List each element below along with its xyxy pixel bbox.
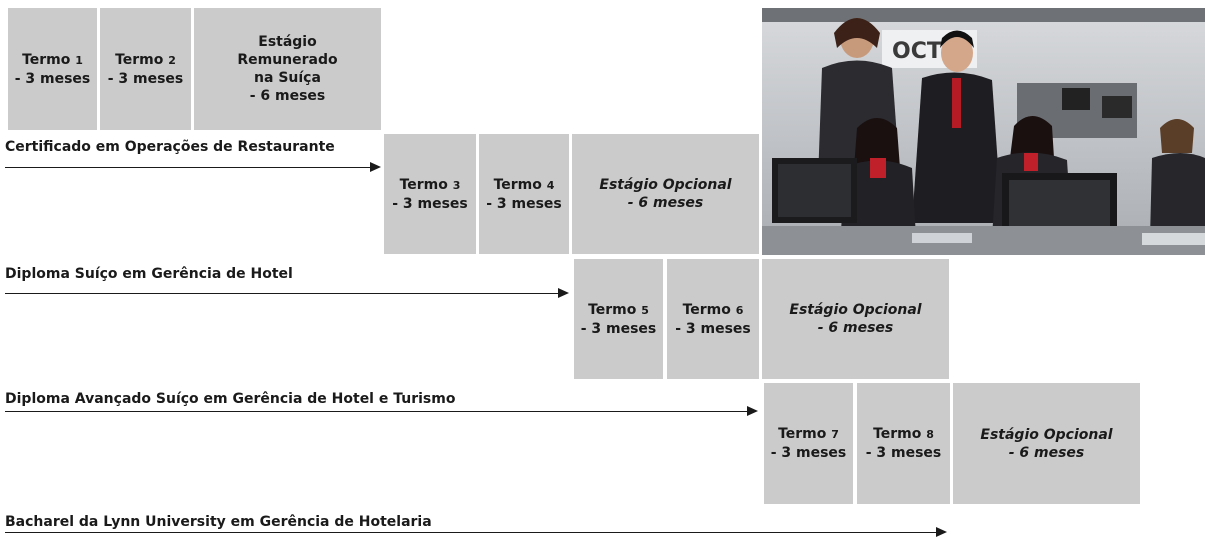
stage-3-term-6-box: Termo 6- 3 meses	[667, 259, 759, 379]
stage-3-optional-internship-box: Estágio Opcional - 6 meses	[762, 259, 949, 379]
internship-label: Estágio Remunerado na Suíça - 6 meses	[237, 34, 338, 104]
term-label: Termo 6- 3 meses	[675, 301, 751, 337]
internship-label: Estágio Opcional - 6 meses	[980, 426, 1113, 461]
stage-1-term-1-box: Termo 1- 3 meses	[8, 8, 97, 130]
term-label: Termo 8- 3 meses	[865, 426, 942, 461]
stage-2-optional-internship-box: Estágio Opcional - 6 meses	[572, 134, 759, 254]
stage-1-term-2-box: Termo 2- 3 meses	[100, 8, 191, 130]
internship-label: Estágio Opcional - 6 meses	[599, 177, 732, 211]
term-label: Termo 1- 3 meses	[14, 51, 91, 87]
term-label: Termo 7- 3 meses	[770, 426, 847, 461]
stage-4-arrow	[5, 527, 947, 537]
stage-4-term-8-box: Termo 8- 3 meses	[857, 383, 950, 504]
term-label: Termo 3- 3 meses	[392, 176, 468, 212]
stage-1-paid-internship-box: Estágio Remunerado na Suíça - 6 meses	[194, 8, 381, 130]
stage-3-label: Diploma Avançado Suíço em Gerência de Ho…	[5, 391, 456, 407]
stage-4-term-7-box: Termo 7- 3 meses	[764, 383, 853, 504]
classroom-photo-illustration: OCT	[762, 8, 1205, 255]
stage-4-label: Bacharel da Lynn University em Gerência …	[5, 514, 432, 530]
internship-label: Estágio Opcional - 6 meses	[789, 302, 922, 336]
term-label: Termo 5- 3 meses	[580, 301, 657, 337]
term-label: Termo 2- 3 meses	[107, 51, 184, 87]
stage-1-label: Certificado em Operações de Restaurante	[5, 139, 335, 155]
classroom-photo: OCT	[762, 8, 1205, 255]
stage-4-optional-internship-box: Estágio Opcional - 6 meses	[953, 383, 1140, 504]
photo-sign-text: OCT	[892, 39, 942, 64]
stage-3-arrow	[5, 406, 758, 416]
stage-2-term-4-box: Termo 4- 3 meses	[479, 134, 569, 254]
stage-2-arrow	[5, 288, 569, 298]
stage-1-arrow	[5, 162, 381, 172]
term-label: Termo 4- 3 meses	[486, 176, 562, 212]
stage-3-term-5-box: Termo 5- 3 meses	[574, 259, 663, 379]
stage-2-term-3-box: Termo 3- 3 meses	[384, 134, 476, 254]
stage-2-label: Diploma Suíço em Gerência de Hotel	[5, 266, 293, 282]
